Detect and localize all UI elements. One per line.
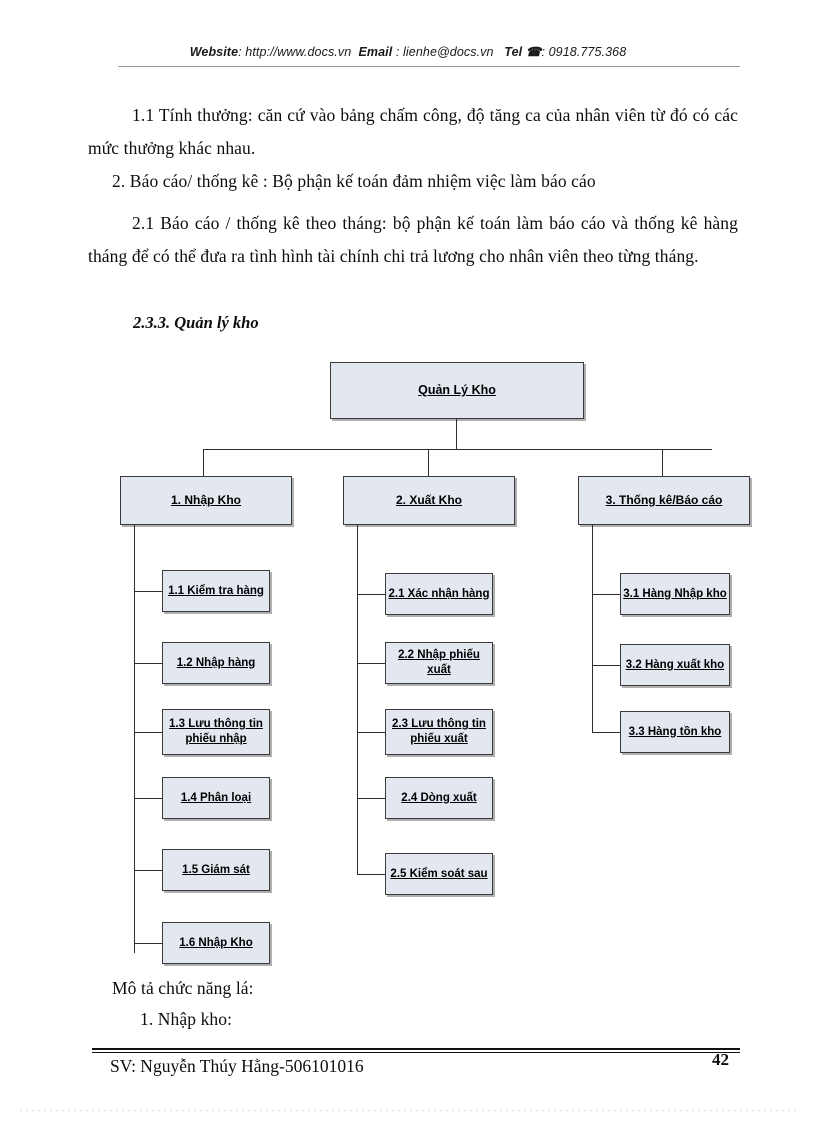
node-1-3-luu-thong-tin-phieu-nhap[interactable]: 1.3 Lưu thông tin phiếu nhập: [162, 709, 270, 755]
connector-stub-1-3: [134, 732, 162, 733]
connector-stub-2-1: [357, 594, 385, 595]
node-2-1-label: 2.1 Xác nhận hàng: [388, 587, 490, 600]
connector-root-down: [456, 419, 457, 449]
header-email-value: : lienhe@docs.vn: [395, 45, 494, 59]
connector-stub-1-4: [134, 798, 162, 799]
node-3-1-label: 3.1 Hàng Nhập kho: [623, 587, 727, 600]
node-2-3-luu-thong-tin-phieu-xuat[interactable]: 2.3 Lưu thông tin phiếu xuất: [385, 709, 493, 755]
node-3-thong-ke-bao-cao[interactable]: 3. Thống kê/Báo cáo: [578, 476, 750, 525]
node-2-4-dong-xuat[interactable]: 2.4 Dòng xuất: [385, 777, 493, 819]
node-2-3-line1: 2.3 Lưu thông tin: [392, 718, 486, 730]
node-2-2-nhap-phieu-xuat[interactable]: 2.2 Nhập phiếu xuất: [385, 642, 493, 684]
node-1-5-label: 1.5 Giám sát: [182, 863, 250, 876]
node-3-1-hang-nhap-kho[interactable]: 3.1 Hàng Nhập kho: [620, 573, 730, 615]
node-1-4-label: 1.4 Phân loại: [180, 791, 252, 804]
header-email-label: Email: [358, 45, 393, 59]
connector-level2-bus: [203, 449, 712, 450]
connector-stub-1-1: [134, 591, 162, 592]
node-1-nhap-kho[interactable]: 1. Nhập Kho: [120, 476, 292, 525]
telephone-icon: ☎: [525, 45, 542, 59]
node-root-quan-ly-kho[interactable]: Quản Lý Kho: [330, 362, 584, 419]
connector-trunk-col3: [592, 525, 593, 732]
node-1-5-giam-sat[interactable]: 1.5 Giám sát: [162, 849, 270, 891]
node-3-2-hang-xuat-kho[interactable]: 3.2 Hàng xuất kho: [620, 644, 730, 686]
node-1-3-line1: 1.3 Lưu thông tin: [169, 718, 263, 730]
header-tel-label: Tel: [504, 45, 523, 59]
footer-divider-bottom: [92, 1052, 740, 1053]
node-1-1-label: 1.1 Kiểm tra hàng: [168, 584, 264, 597]
node-2-label: 2. Xuất Kho: [395, 493, 462, 507]
page-number: 42: [712, 1050, 729, 1069]
node-1-3-label: 1.3 Lưu thông tin phiếu nhập: [169, 717, 263, 747]
node-1-2-label: 1.2 Nhập hàng: [176, 656, 256, 669]
footer-divider-top: [92, 1048, 740, 1050]
connector-stub-1-2: [134, 663, 162, 664]
node-2-3-line2: phiếu xuất: [410, 733, 468, 745]
page-header: Website: http://www.docs.vn Email : lien…: [0, 44, 816, 59]
header-website-label: Website: [189, 45, 239, 59]
node-2-5-kiem-soat-sau[interactable]: 2.5 Kiểm soát sau: [385, 853, 493, 895]
paragraph-3: 2.1 Báo cáo / thống kê theo tháng: bộ ph…: [88, 213, 738, 266]
connector-stub-2-4: [357, 798, 385, 799]
node-2-1-xac-nhan-hang[interactable]: 2.1 Xác nhận hàng: [385, 573, 493, 615]
node-2-3-label: 2.3 Lưu thông tin phiếu xuất: [392, 717, 486, 747]
connector-stub-1-5: [134, 870, 162, 871]
node-1-4-phan-loai[interactable]: 1.4 Phân loại: [162, 777, 270, 819]
section-heading: 2.3.3. Quản lý kho: [133, 313, 259, 332]
header-divider: [118, 66, 740, 67]
connector-stub-2-3: [357, 732, 385, 733]
paragraph-1: 1.1 Tính thưởng: căn cứ vào bảng chấm cô…: [88, 105, 738, 158]
node-1-1-kiem-tra-hang[interactable]: 1.1 Kiểm tra hàng: [162, 570, 270, 612]
connector-to-node-1: [203, 449, 204, 476]
connector-stub-2-5: [357, 874, 385, 875]
connector-stub-2-2: [357, 663, 385, 664]
node-3-3-hang-ton-kho[interactable]: 3.3 Hàng tồn kho: [620, 711, 730, 753]
node-3-3-label: 3.3 Hàng tồn kho: [628, 725, 722, 738]
node-root-label: Quản Lý Kho: [418, 383, 496, 397]
node-1-6-nhap-kho[interactable]: 1.6 Nhập Kho: [162, 922, 270, 964]
header-tel-value: : 0918.775.368: [541, 45, 627, 59]
connector-to-node-3: [662, 449, 663, 476]
connector-trunk-col1: [134, 525, 135, 953]
paragraph-after-diagram-2: 1. Nhập kho:: [140, 1009, 233, 1029]
header-website-value: : http://www.docs.vn: [238, 45, 352, 59]
node-2-xuat-kho[interactable]: 2. Xuất Kho: [343, 476, 515, 525]
node-2-4-label: 2.4 Dòng xuất: [401, 791, 477, 804]
footer-student-info: SV: Nguyễn Thúy Hằng-506101016: [110, 1056, 364, 1076]
node-3-2-label: 3.2 Hàng xuất kho: [625, 658, 725, 671]
connector-stub-3-3: [592, 732, 620, 733]
paragraph-after-diagram-1: Mô tả chức năng lá:: [112, 978, 254, 998]
scan-artifact-line: [20, 1110, 796, 1111]
connector-stub-1-6: [134, 943, 162, 944]
connector-stub-3-1: [592, 594, 620, 595]
node-1-label: 1. Nhập Kho: [170, 493, 241, 507]
connector-to-node-2: [428, 449, 429, 476]
connector-stub-3-2: [592, 665, 620, 666]
node-3-label: 3. Thống kê/Báo cáo: [605, 493, 723, 507]
node-2-2-label: 2.2 Nhập phiếu xuất: [398, 649, 480, 676]
node-1-3-line2: phiếu nhập: [185, 733, 247, 745]
paragraph-2: 2. Báo cáo/ thống kê : Bộ phận kế toán đ…: [112, 171, 596, 191]
node-1-2-nhap-hang[interactable]: 1.2 Nhập hàng: [162, 642, 270, 684]
node-2-5-label: 2.5 Kiểm soát sau: [390, 867, 488, 880]
node-1-6-label: 1.6 Nhập Kho: [179, 936, 253, 949]
connector-trunk-col2: [357, 525, 358, 874]
